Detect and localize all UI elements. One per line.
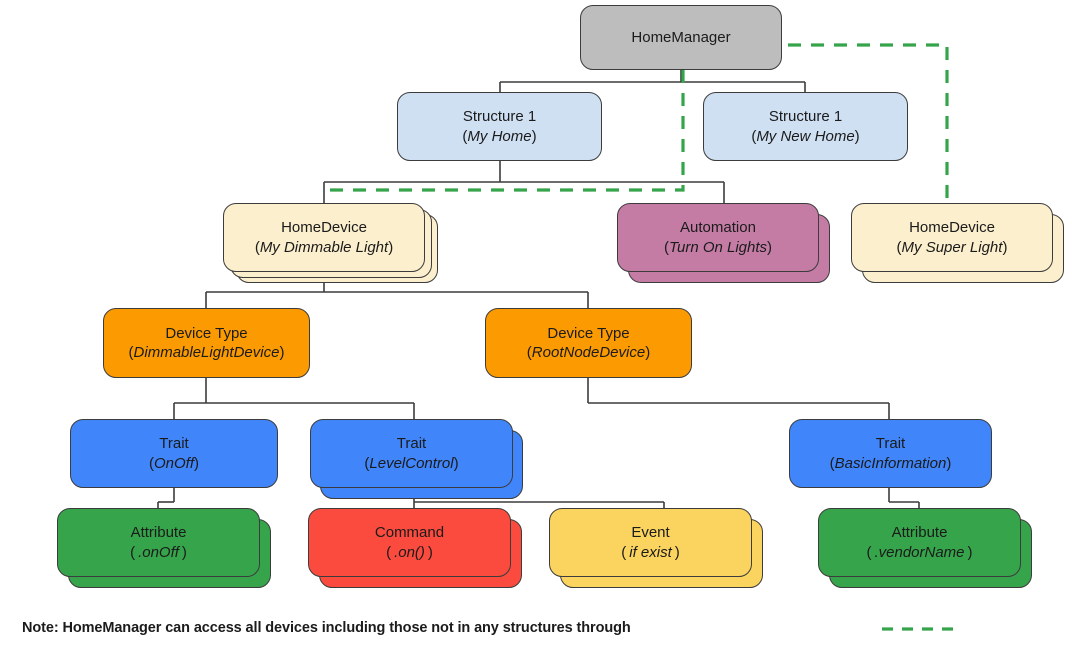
node-device-type-2[interactable]: Device Type (RootNodeDevice) [485,308,692,378]
node-sublabel: ( .on() ) [386,543,433,561]
node-home-device-1[interactable]: HomeDevice (My Dimmable Light) [223,203,425,272]
node-label: Structure 1 [462,108,537,126]
node-automation[interactable]: Automation (Turn On Lights) [617,203,819,272]
node-event-ifexist[interactable]: Event ( if exist ) [549,508,752,577]
node-sublabel: (Turn On Lights) [663,238,773,256]
node-label: Attribute [891,524,948,542]
node-label: HomeDevice [909,219,995,237]
node-label: Event [631,524,670,542]
node-label: Trait [875,435,906,453]
node-sublabel: ( if exist ) [621,543,680,561]
node-sublabel: (My Home) [462,127,537,145]
note-text: Note: HomeManager can access all devices… [22,620,631,636]
node-sublabel: (DimmableLightDevice) [128,344,285,361]
node-trait-onoff[interactable]: Trait (OnOff) [70,419,278,488]
node-label: HomeManager [631,28,731,46]
node-sublabel: (My New Home) [751,127,860,145]
node-attribute-onoff[interactable]: Attribute ( .onOff ) [57,508,260,577]
node-attribute-vendor[interactable]: Attribute ( .vendorName ) [818,508,1021,577]
node-home-manager[interactable]: HomeManager [580,5,782,70]
node-sublabel: (BasicInformation) [829,454,952,472]
node-label: Command [374,524,445,542]
node-label: Structure 1 [768,108,843,126]
node-structure-1[interactable]: Structure 1 (My Home) [397,92,602,161]
node-label: Device Type [165,324,248,342]
node-label: Automation [680,219,756,237]
note-legend-dashed-line [882,627,958,631]
node-label: Trait [159,435,189,453]
node-device-type-1[interactable]: Device Type (DimmableLightDevice) [103,308,310,378]
node-label: HomeDevice [281,219,367,237]
node-home-device-2[interactable]: HomeDevice (My Super Light) [851,203,1053,272]
node-sublabel: (RootNodeDevice) [526,344,651,361]
node-label: Device Type [547,324,630,342]
node-structure-2[interactable]: Structure 1 (My New Home) [703,92,908,161]
node-sublabel: (My Super Light) [896,238,1008,256]
node-label: Attribute [130,524,187,542]
node-sublabel: (LevelControl) [364,454,459,472]
node-sublabel: (OnOff) [148,454,199,472]
node-command-on[interactable]: Command ( .on() ) [308,508,511,577]
node-sublabel: (My Dimmable Light) [254,238,394,256]
node-trait-basicinformation[interactable]: Trait (BasicInformation) [789,419,992,488]
node-trait-level[interactable]: Trait (LevelControl) [310,419,513,488]
node-label: Trait [396,435,427,453]
node-sublabel: ( .vendorName ) [866,543,973,561]
node-sublabel: ( .onOff ) [130,543,187,561]
